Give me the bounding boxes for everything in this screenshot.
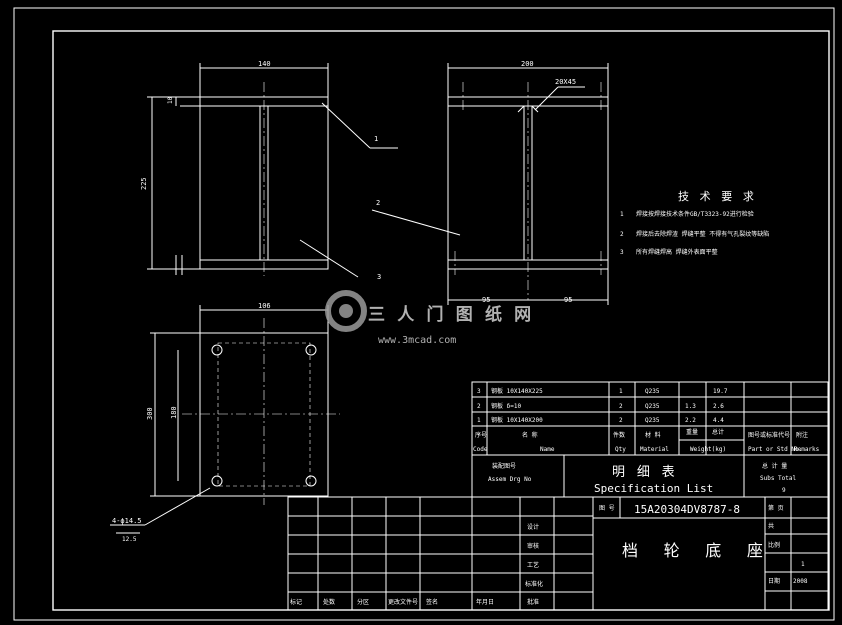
tb-col-1: 标记 bbox=[290, 598, 302, 606]
watermark-logo-text: 三 人 门 图 纸 网 bbox=[368, 304, 532, 325]
tb-scale: 1 bbox=[801, 561, 805, 568]
bom-h-no: 序号 bbox=[475, 431, 487, 439]
outer-border bbox=[13, 7, 835, 621]
bom-no-2: 2 bbox=[477, 403, 481, 410]
dim-plan-height: 300 bbox=[146, 407, 154, 420]
bom-unit-1: 2.2 bbox=[685, 417, 696, 424]
title-block: 图 号 15A20304DV8787-8 档 轮 底 座 第 页 共 比例 1 … bbox=[287, 496, 829, 611]
tb-col-4: 更改文件号 bbox=[388, 598, 418, 606]
tb-sheet-total: 共 bbox=[768, 522, 774, 530]
bom-mat-1: Q235 bbox=[645, 417, 660, 424]
bom-h-qty-en: Qty bbox=[615, 446, 626, 453]
dim-front-width: 200 bbox=[521, 60, 534, 68]
tech-req-text-2: 焊接后去除焊渣 焊缝平整 不得有气孔裂纹等缺陷 bbox=[636, 230, 769, 238]
bom-h-weight: 重量 bbox=[686, 428, 698, 436]
roughness: 12.5 bbox=[122, 536, 137, 543]
watermark-url: www.3mcad.com bbox=[378, 335, 456, 346]
tb-scale-label: 比例 bbox=[768, 541, 780, 549]
plan-view: 106 300 180 4-ϕ14.5 12.5 bbox=[110, 302, 340, 543]
tb-drawing-no-label: 图 号 bbox=[599, 505, 615, 512]
bom-f-drawing-no-en: Assem Drg No bbox=[488, 476, 532, 483]
bom-h-weight-en: Weight(kg) bbox=[690, 446, 726, 453]
bom-h-no-en: Code bbox=[473, 446, 488, 453]
tech-req-text-3: 所有焊缝焊高 焊缝外表面平整 bbox=[636, 248, 718, 256]
tech-req-num-3: 3 bbox=[620, 249, 624, 256]
watermark: 三 人 门 图 纸 网 www.3mcad.com bbox=[325, 290, 532, 346]
tb-role-1: 设计 bbox=[527, 523, 539, 531]
gear-logo-icon bbox=[325, 290, 367, 332]
dim-side-height: 225 bbox=[140, 177, 148, 190]
tb-drawing-no: 15A20304DV8787-8 bbox=[634, 503, 740, 516]
dim-front-left: 95 bbox=[482, 296, 490, 304]
bom-h-name: 名 称 bbox=[522, 431, 538, 439]
dim-chamfer: 20X45 bbox=[555, 78, 576, 86]
bom-h-note: 附注 bbox=[796, 431, 808, 439]
tb-col-5: 签名 bbox=[426, 598, 438, 606]
tech-requirements: 技 术 要 求 1 焊接按焊接技术条件GB/T3323-92进行检验 2 焊接后… bbox=[620, 190, 769, 256]
bom-mat-2: Q235 bbox=[645, 403, 660, 410]
tech-req-num-2: 2 bbox=[620, 231, 624, 238]
tb-date-label: 日期 bbox=[768, 577, 780, 585]
bom-mat-3: Q235 bbox=[645, 388, 660, 395]
dim-side-width: 140 bbox=[258, 60, 271, 68]
tb-sheet: 第 页 bbox=[768, 504, 784, 512]
bom-f-title-en: Specification List bbox=[594, 482, 713, 495]
bom-name-3: 钢板 10X140X225 bbox=[491, 387, 543, 395]
dim-front-right: 95 bbox=[564, 296, 572, 304]
tech-req-text-1: 焊接按焊接技术条件GB/T3323-92进行检验 bbox=[636, 210, 754, 218]
bom-h-name-en: Name bbox=[540, 446, 555, 453]
bom-total-1: 4.4 bbox=[713, 417, 724, 424]
bom-h-mat-en: Material bbox=[640, 446, 669, 453]
bom-f-drawing-no: 装配图号 bbox=[492, 462, 516, 470]
bom-h-total-w: 总计 bbox=[712, 428, 724, 436]
bom-f-total: 总 计 量 bbox=[762, 462, 787, 470]
tb-role-5: 批准 bbox=[527, 598, 539, 606]
tb-col-6: 年月日 bbox=[476, 598, 494, 606]
bom-name-2: 钢板 δ=10 bbox=[491, 402, 521, 410]
bom-total-3: 19.7 bbox=[713, 388, 728, 395]
side-view: 140 225 10 1 3 bbox=[140, 60, 398, 281]
bom-h-std: 图号或标准代号 bbox=[748, 431, 790, 439]
tech-req-title: 技 术 要 求 bbox=[678, 190, 756, 203]
bom-qty-3: 1 bbox=[619, 388, 623, 395]
dim-plan-inner: 180 bbox=[170, 406, 178, 419]
dim-plan-width: 106 bbox=[258, 302, 271, 310]
bom-table: 3 钢板 10X140X225 1 Q235 19.7 2 钢板 δ=10 2 … bbox=[471, 381, 829, 498]
bom-h-qty: 件数 bbox=[613, 431, 625, 439]
dim-side-flange: 10 bbox=[167, 96, 174, 104]
tb-col-2: 处数 bbox=[323, 598, 335, 606]
tech-req-num-1: 1 bbox=[620, 211, 624, 218]
bom-unit-2: 1.3 bbox=[685, 403, 696, 410]
tb-date: 2008 bbox=[793, 578, 808, 585]
bom-f-title: 明 细 表 bbox=[612, 465, 677, 480]
bom-name-1: 钢板 10X140X200 bbox=[491, 416, 543, 424]
tb-part-name: 档 轮 底 座 bbox=[622, 541, 771, 560]
tb-col-3: 分区 bbox=[357, 598, 369, 606]
bom-f-total-en: Subs Total bbox=[760, 475, 797, 482]
bom-no-3: 3 bbox=[477, 388, 481, 395]
bom-no-1: 1 bbox=[477, 417, 481, 424]
front-view: 200 20X45 95 95 2 bbox=[371, 60, 609, 305]
bom-f-total-val: 9 bbox=[782, 487, 786, 494]
bom-h-mat: 材 料 bbox=[645, 431, 661, 439]
dim-holes: 4-ϕ14.5 bbox=[112, 517, 142, 525]
balloon-3: 3 bbox=[377, 273, 381, 281]
balloon-1: 1 bbox=[374, 135, 378, 143]
balloon-2: 2 bbox=[376, 199, 380, 207]
tb-role-3: 工艺 bbox=[527, 561, 539, 569]
tb-role-2: 审核 bbox=[527, 542, 539, 550]
bom-qty-2: 2 bbox=[619, 403, 623, 410]
tb-role-4: 标准化 bbox=[525, 580, 543, 588]
bom-total-2: 2.6 bbox=[713, 403, 724, 410]
gear-hub-icon bbox=[339, 304, 353, 318]
bom-h-std-en: Part or Std No. bbox=[748, 446, 802, 453]
bom-h-note-en: Remarks bbox=[794, 446, 820, 453]
bom-qty-1: 2 bbox=[619, 417, 623, 424]
